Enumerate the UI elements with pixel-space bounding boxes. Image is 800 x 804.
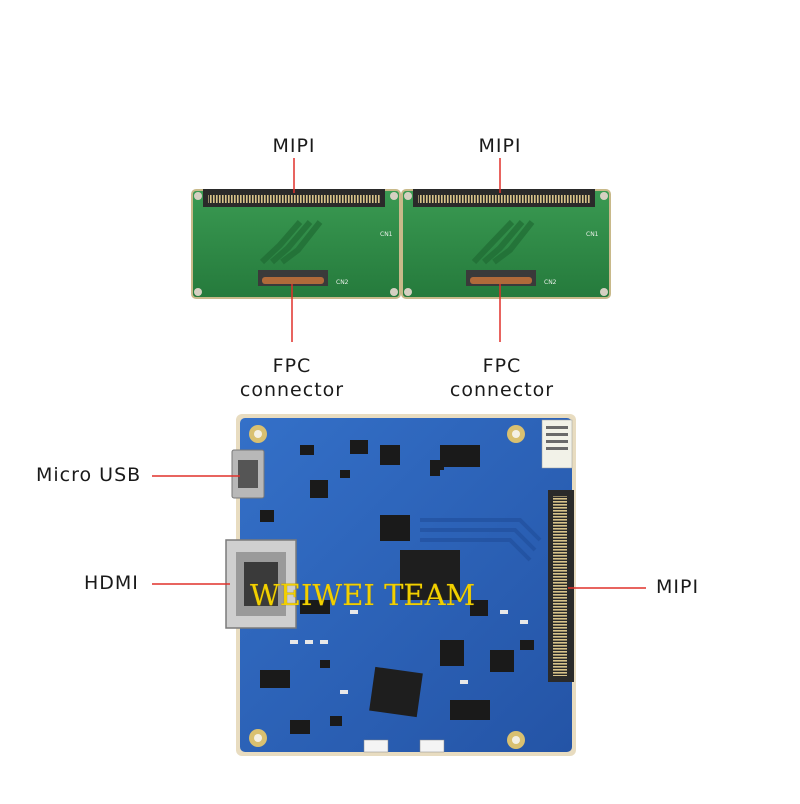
mcu-chip xyxy=(369,666,423,718)
label-micro-usb: Micro USB xyxy=(36,464,142,486)
label-fpc-left-line1: FPC xyxy=(272,355,312,377)
label-mipi-top-right: MIPI xyxy=(478,135,522,157)
label-fpc-connector-left: FPC connector xyxy=(240,354,344,402)
adapter-board-right: CN1 CN2 xyxy=(401,189,611,299)
label-hdmi: HDMI xyxy=(84,572,139,594)
label-fpc-right-line2: connector xyxy=(449,379,555,401)
label-fpc-left-line2: connector xyxy=(239,379,345,401)
pointer-lines xyxy=(152,158,646,589)
watermark-text: WEIWEI TEAM xyxy=(250,578,476,612)
svg-text:CN1: CN1 xyxy=(380,231,393,238)
svg-text:CN1: CN1 xyxy=(586,231,599,238)
adapter-board-left: CN1 CN2 xyxy=(191,189,401,299)
svg-text:CN2: CN2 xyxy=(544,279,557,286)
label-fpc-right-line1: FPC xyxy=(482,355,522,377)
label-fpc-connector-right: FPC connector xyxy=(450,354,554,402)
label-mipi-top-left: MIPI xyxy=(272,135,316,157)
main-board xyxy=(225,414,576,756)
svg-text:CN2: CN2 xyxy=(336,279,349,286)
label-mipi-main: MIPI xyxy=(656,576,700,598)
main-chip xyxy=(400,550,460,600)
